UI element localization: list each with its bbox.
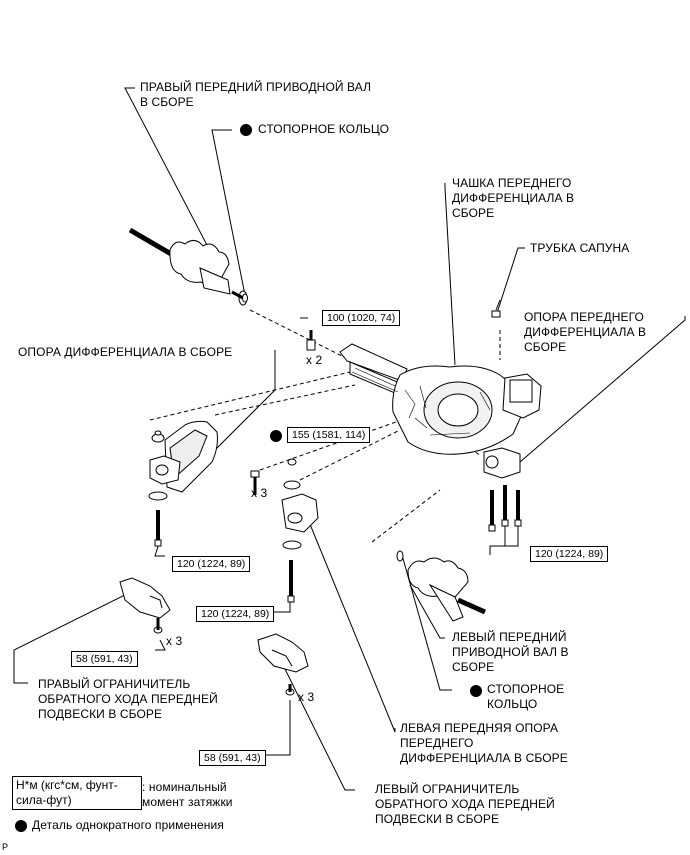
legend-dot-description: Деталь однократного применения (32, 818, 224, 832)
label-front-diff-mount: ОПОРА ПЕРЕДНЕГО ДИФФЕРЕНЦИАЛА В СБОРЕ (524, 310, 646, 355)
label-snap-ring-bottom: СТОПОРНОЕ КОЛЬЦО (487, 682, 564, 712)
label-left-rebound-stopper-line1: ЛЕВЫЙ ОГРАНИЧИТЕЛЬ (375, 782, 520, 796)
label-front-diff-mount-line1: ОПОРА ПЕРЕДНЕГО (524, 310, 644, 324)
legend-unit-description: : номинальный момент затяжки (142, 780, 233, 810)
label-breather-tube: ТРУБКА САПУНА (530, 241, 630, 255)
label-right-drive-shaft: ПРАВЫЙ ПЕРЕДНИЙ ПРИВОДНОЙ ВАЛ В СБОРЕ (140, 80, 371, 110)
label-left-drive-shaft-line3: СБОРЕ (452, 660, 495, 674)
legend-unit-desc-line1: : номинальный (142, 780, 227, 794)
label-diff-carrier-line2: ДИФФЕРЕНЦИАЛА В (452, 191, 575, 205)
label-right-rebound-stopper-line1: ПРАВЫЙ ОГРАНИЧИТЕЛЬ (38, 677, 191, 691)
label-left-drive-shaft: ЛЕВЫЙ ПЕРЕДНИЙ ПРИВОДНОЙ ВАЛ В СБОРЕ (452, 630, 569, 675)
label-front-diff-mount-line2: ДИФФЕРЕНЦИАЛА В (524, 325, 647, 339)
multiplier-x3-bolt: x 3 (251, 486, 268, 500)
torque-box-155: 155 (1581, 114) (287, 427, 371, 443)
torque-box-120-left: 120 (1224, 89) (172, 556, 251, 572)
label-right-rebound-stopper: ПРАВЫЙ ОГРАНИЧИТЕЛЬ ОБРАТНОГО ХОДА ПЕРЕД… (38, 677, 218, 722)
label-left-front-diff-mount: ЛЕВАЯ ПЕРЕДНЯЯ ОПОРА ПЕРЕДНЕГО ДИФФЕРЕНЦ… (400, 721, 568, 766)
single-use-dot-icon (240, 124, 252, 136)
torque-box-120-right: 120 (1224, 89) (530, 546, 609, 562)
footer-mark: P (2, 842, 9, 852)
single-use-dot-icon-snap-bottom (470, 685, 482, 697)
label-left-drive-shaft-line2: ПРИВОДНОЙ ВАЛ В (452, 645, 569, 659)
single-use-dot-icon-155 (270, 430, 282, 442)
label-front-diff-mount-line3: СБОРЕ (524, 340, 567, 354)
legend-unit-line1: Н*м (кгс*см, фунт- (16, 778, 118, 792)
torque-box-100: 100 (1020, 74) (322, 310, 401, 326)
label-diff-carrier-line1: ЧАШКА ПЕРЕДНЕГО (452, 176, 572, 190)
label-left-front-diff-mount-line1: ЛЕВАЯ ПЕРЕДНЯЯ ОПОРА (400, 721, 559, 735)
torque-box-120-mid: 120 (1224, 89) (196, 606, 275, 622)
legend-unit-line2: сила-фут) (16, 793, 72, 807)
torque-box-58-left: 58 (591, 43) (71, 651, 138, 667)
multiplier-x2: x 2 (306, 353, 323, 367)
legend-unit-desc-line2: момент затяжки (142, 795, 233, 809)
label-left-rebound-stopper-line3: ПОДВЕСКИ В СБОРЕ (375, 812, 500, 826)
label-right-rebound-stopper-line3: ПОДВЕСКИ В СБОРЕ (38, 707, 163, 721)
multiplier-x3-mid: x 3 (298, 690, 315, 704)
label-right-drive-shaft-line1: ПРАВЫЙ ПЕРЕДНИЙ ПРИВОДНОЙ ВАЛ (140, 80, 372, 94)
label-snap-ring-top: СТОПОРНОЕ КОЛЬЦО (258, 122, 390, 136)
label-left-rebound-stopper-line2: ОБРАТНОГО ХОДА ПЕРЕДНЕЙ (375, 797, 555, 811)
torque-box-58-mid: 58 (591, 43) (199, 750, 266, 766)
label-left-front-diff-mount-line2: ПЕРЕДНЕГО (400, 736, 474, 750)
legend-unit-box: Н*м (кгс*см, фунт- сила-фут) (12, 776, 142, 810)
label-diff-support: ОПОРА ДИФФЕРЕНЦИАЛА В СБОРЕ (18, 345, 233, 359)
label-left-rebound-stopper: ЛЕВЫЙ ОГРАНИЧИТЕЛЬ ОБРАТНОГО ХОДА ПЕРЕДН… (375, 782, 555, 827)
label-left-front-diff-mount-line3: ДИФФЕРЕНЦИАЛА В СБОРЕ (400, 751, 568, 765)
label-diff-carrier-line3: СБОРЕ (452, 206, 495, 220)
label-right-drive-shaft-line2: В СБОРЕ (140, 95, 194, 109)
multiplier-x3-left: x 3 (166, 634, 183, 648)
label-left-drive-shaft-line1: ЛЕВЫЙ ПЕРЕДНИЙ (452, 630, 567, 644)
label-snap-ring-bottom-line1: СТОПОРНОЕ (487, 682, 565, 696)
legend-dot-icon (15, 820, 27, 832)
label-diff-carrier: ЧАШКА ПЕРЕДНЕГО ДИФФЕРЕНЦИАЛА В СБОРЕ (452, 176, 574, 221)
label-snap-ring-bottom-line2: КОЛЬЦО (487, 697, 538, 711)
label-right-rebound-stopper-line2: ОБРАТНОГО ХОДА ПЕРЕДНЕЙ (38, 692, 218, 706)
